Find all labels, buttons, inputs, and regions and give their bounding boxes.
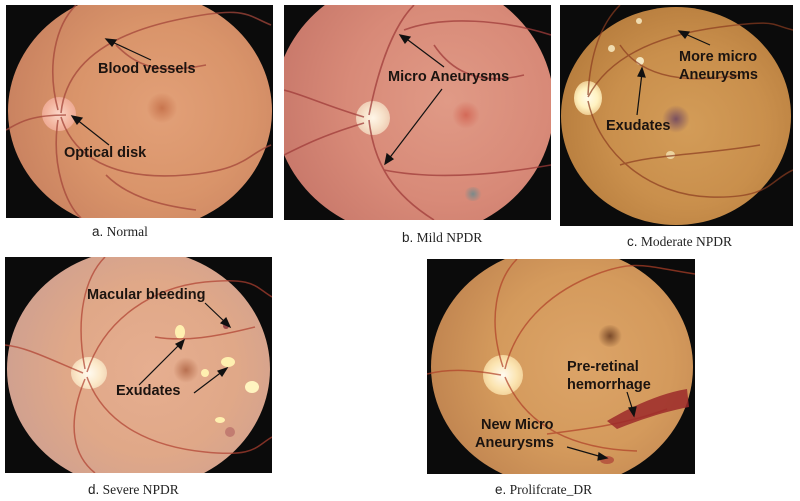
caption-letter: c. xyxy=(627,234,638,249)
caption-letter: a. xyxy=(92,224,104,239)
caption-b: b. Mild NPDR xyxy=(402,230,482,246)
macula xyxy=(452,101,480,129)
macula xyxy=(146,93,178,123)
fundus-image-proliferative-dr: Pre-retinal hemorrhage New Micro Aneurys… xyxy=(427,259,695,474)
fundus-image-severe-npdr: Macular bleeding Exudates xyxy=(5,257,272,473)
macula xyxy=(173,357,199,383)
exudate xyxy=(215,417,225,423)
caption-e: e. Prolifcrate_DR xyxy=(495,482,592,498)
lesion xyxy=(464,187,482,201)
annotation-macular-bleeding: Macular bleeding xyxy=(87,287,206,303)
caption-d: d. Severe NPDR xyxy=(88,482,179,498)
macula xyxy=(662,105,690,133)
annotation-pre-retinal: Pre-retinal xyxy=(567,359,639,375)
retina xyxy=(284,5,551,220)
caption-letter: d. xyxy=(88,482,100,497)
annotation-hemorrhage: hemorrhage xyxy=(567,377,651,393)
annotation-aneurysms: Aneurysms xyxy=(679,67,758,83)
annotation-exudates: Exudates xyxy=(116,383,181,399)
exudate xyxy=(201,369,209,377)
optic-disk xyxy=(42,97,76,131)
exudate xyxy=(221,357,235,367)
caption-c: c. Moderate NPDR xyxy=(627,234,732,250)
macula xyxy=(597,325,623,347)
annotation-more-micro: More micro xyxy=(679,49,758,65)
fundus-image-mild-npdr: Micro Aneurysms xyxy=(284,5,551,220)
caption-text: Mild NPDR xyxy=(416,230,483,245)
exudate xyxy=(608,45,615,52)
caption-text: Normal xyxy=(106,224,148,239)
exudate xyxy=(636,18,642,24)
annotation-aneurysms: Aneurysms xyxy=(475,435,554,451)
optic-disk xyxy=(356,101,390,135)
annotation-optical-disk: Optical disk xyxy=(64,145,147,161)
vessels-and-arrows xyxy=(5,257,272,473)
exudate xyxy=(245,381,259,393)
caption-letter: e. xyxy=(495,482,507,497)
exudate xyxy=(636,57,644,65)
fundus-image-moderate-npdr: More micro Aneurysms Exudates xyxy=(560,5,793,226)
annotation-micro-aneurysms: Micro Aneurysms xyxy=(388,69,510,85)
vessels-and-arrows xyxy=(587,5,793,198)
vessels-and-arrows xyxy=(284,5,551,220)
annotation-new-micro: New Micro xyxy=(481,417,554,433)
hemorrhage xyxy=(607,389,689,429)
caption-text: Moderate NPDR xyxy=(640,234,733,249)
caption-text: Severe NPDR xyxy=(102,482,179,497)
vessels-and-arrows xyxy=(6,5,272,218)
caption-a: a. Normal xyxy=(92,224,148,240)
caption-letter: b. xyxy=(402,230,414,245)
exudate xyxy=(666,151,675,159)
caption-text: Prolifcrate_DR xyxy=(509,482,593,497)
annotation-blood-vessels: Blood vessels xyxy=(98,61,196,77)
fundus-image-normal: Blood vessels Optical disk xyxy=(6,5,273,218)
hemorrhage xyxy=(225,427,235,437)
vessels-and-arrows xyxy=(427,259,695,464)
annotation-exudates: Exudates xyxy=(606,118,671,134)
retina xyxy=(431,259,693,474)
exudate xyxy=(175,325,185,339)
hemorrhage xyxy=(223,323,229,329)
optic-disk xyxy=(483,355,523,395)
